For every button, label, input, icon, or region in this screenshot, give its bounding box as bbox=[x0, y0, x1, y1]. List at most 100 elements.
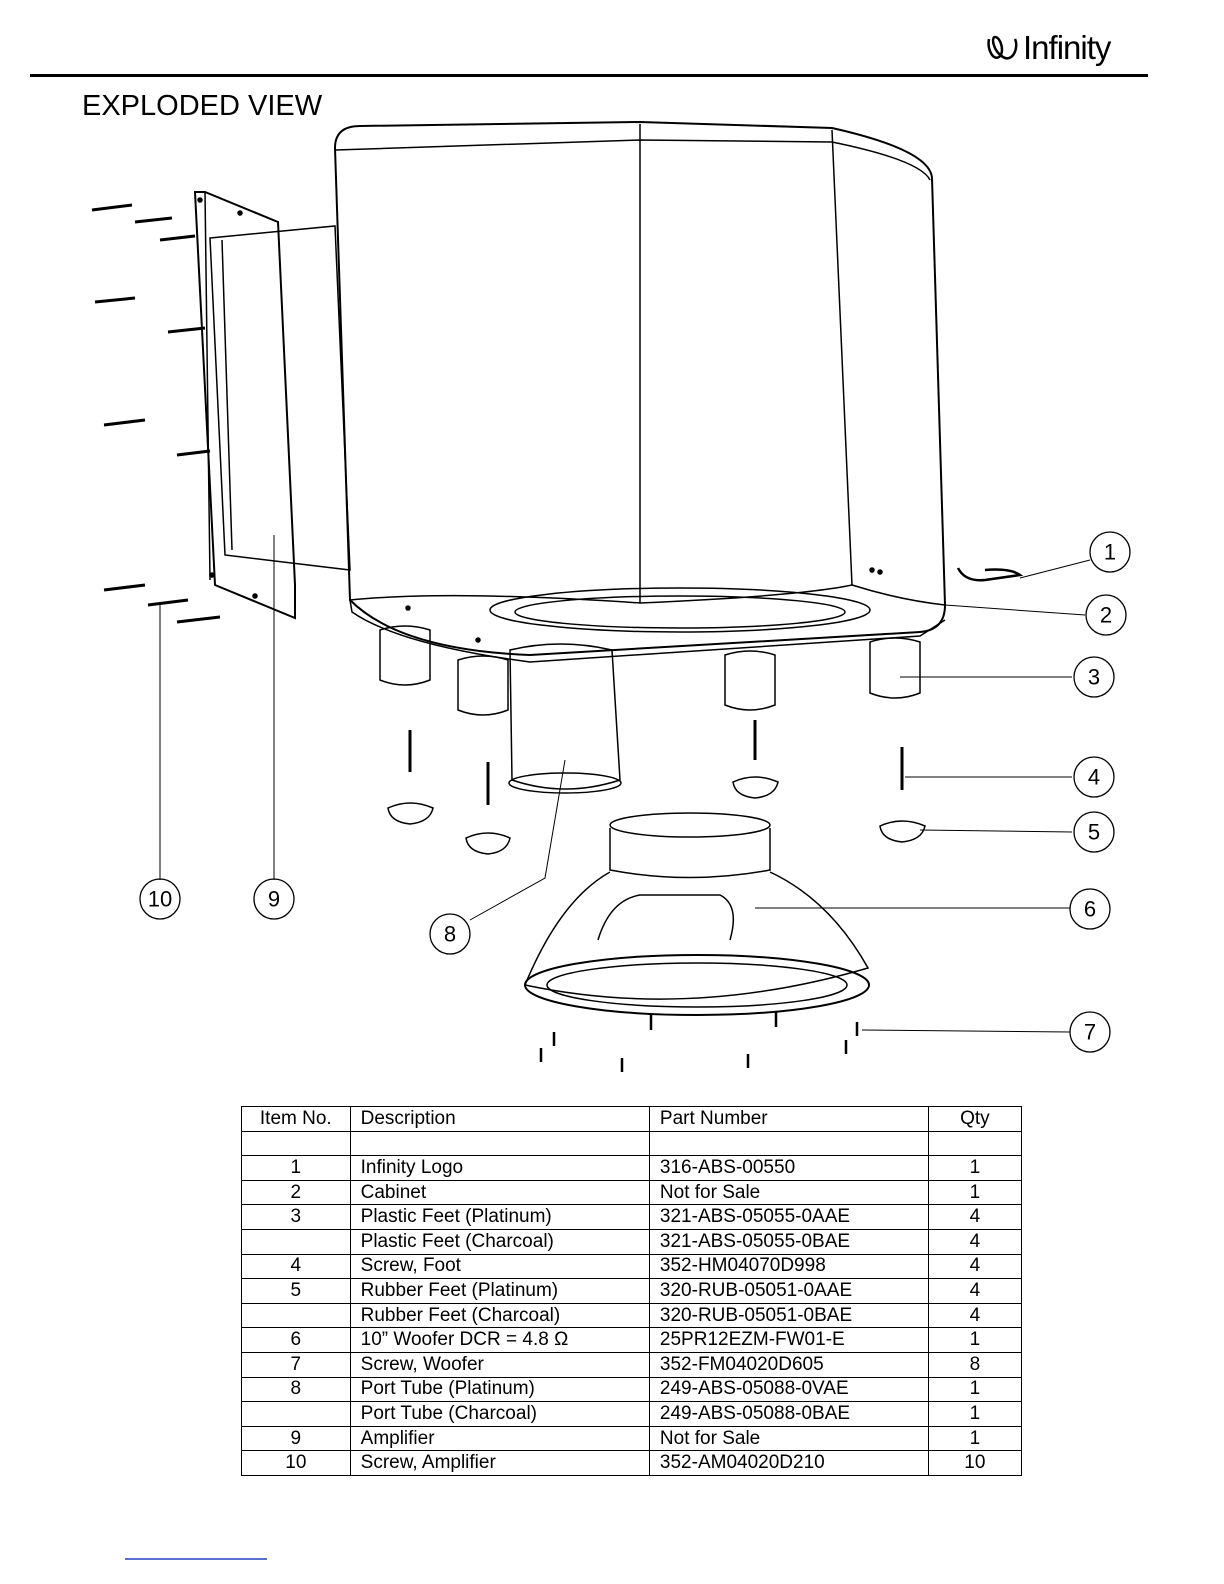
cell-item-no: 7 bbox=[241, 1351, 351, 1378]
table-row: Rubber Feet (Charcoal)320-RUB-05051-0BAE… bbox=[241, 1302, 1023, 1329]
cell-qty: 1 bbox=[927, 1155, 1023, 1181]
cell-item-no bbox=[241, 1130, 351, 1157]
table-header-row: Item No. Description Part Number Qty bbox=[241, 1106, 1023, 1132]
callout-3: 3 bbox=[1088, 665, 1100, 690]
callout-circles bbox=[139, 531, 1131, 1053]
cell-qty: 1 bbox=[927, 1401, 1023, 1427]
cell-description: Amplifier bbox=[349, 1425, 650, 1452]
cell-qty: 8 bbox=[927, 1351, 1023, 1378]
cell-item-no bbox=[241, 1228, 351, 1255]
cell-qty: 1 bbox=[927, 1425, 1023, 1452]
cell-part-number: 321-ABS-05055-0BAE bbox=[648, 1228, 929, 1255]
cell-item-no: 8 bbox=[241, 1376, 351, 1403]
callout-8: 8 bbox=[444, 922, 456, 947]
cell-item-no: 6 bbox=[241, 1327, 351, 1353]
cell-qty: 1 bbox=[927, 1376, 1023, 1403]
header-rule bbox=[30, 74, 1148, 77]
cell-part-number: 320-RUB-05051-0AAE bbox=[648, 1278, 929, 1304]
callout-7: 7 bbox=[1084, 1020, 1096, 1045]
plastic-feet-drawing bbox=[379, 625, 921, 716]
woofer-screws bbox=[539, 1012, 859, 1072]
cell-part-number: 25PR12EZM-FW01-E bbox=[648, 1327, 929, 1353]
cell-part-number: 320-RUB-05051-0BAE bbox=[648, 1302, 929, 1329]
amplifier-screws bbox=[91, 203, 221, 624]
cell-qty: 10 bbox=[927, 1450, 1023, 1476]
footer-link-underline bbox=[125, 1558, 267, 1560]
header-part-number: Part Number bbox=[648, 1106, 929, 1132]
logo-part-drawing bbox=[956, 567, 1024, 582]
cell-qty: 4 bbox=[927, 1228, 1023, 1255]
cell-qty: 1 bbox=[927, 1327, 1023, 1353]
page-title: EXPLODED VIEW bbox=[82, 90, 323, 122]
cell-description: Port Tube (Platinum) bbox=[349, 1376, 650, 1403]
cell-description: Cabinet bbox=[349, 1179, 650, 1206]
cell-qty: 4 bbox=[927, 1278, 1023, 1304]
header-description: Description bbox=[349, 1106, 650, 1132]
cell-description: Port Tube (Charcoal) bbox=[349, 1401, 650, 1427]
callout-10: 10 bbox=[148, 887, 172, 912]
cell-description: 10” Woofer DCR = 4.8 Ω bbox=[349, 1327, 650, 1353]
cell-part-number: 352-FM04020D605 bbox=[648, 1351, 929, 1378]
cell-part-number bbox=[648, 1130, 929, 1157]
cell-part-number: Not for Sale bbox=[648, 1425, 929, 1452]
table-row bbox=[241, 1130, 1023, 1157]
cell-description: Plastic Feet (Platinum) bbox=[349, 1204, 650, 1230]
cell-part-number: Not for Sale bbox=[648, 1179, 929, 1206]
cell-part-number: 352-AM04020D210 bbox=[648, 1450, 929, 1476]
woofer-drawing bbox=[523, 812, 870, 1016]
callout-2: 2 bbox=[1100, 603, 1112, 628]
cell-item-no: 4 bbox=[241, 1253, 351, 1280]
cell-item-no: 1 bbox=[241, 1155, 351, 1181]
cell-qty: 1 bbox=[927, 1179, 1023, 1206]
cell-part-number: 249-ABS-05088-0VAE bbox=[648, 1376, 929, 1403]
brand-name: Infinity bbox=[1023, 29, 1111, 66]
rubber-feet-drawing bbox=[387, 776, 926, 855]
cell-description: Screw, Amplifier bbox=[349, 1450, 650, 1476]
callout-5: 5 bbox=[1088, 820, 1100, 845]
cell-part-number: 321-ABS-05055-0AAE bbox=[648, 1204, 929, 1230]
cell-description: Screw, Foot bbox=[349, 1253, 650, 1280]
cell-qty bbox=[927, 1130, 1023, 1157]
exploded-view-drawing: 1 2 3 4 5 6 7 8 9 10 bbox=[91, 120, 1131, 1072]
cell-item-no: 2 bbox=[241, 1179, 351, 1206]
port-tube-drawing bbox=[508, 643, 622, 794]
cell-part-number: 249-ABS-05088-0BAE bbox=[648, 1401, 929, 1427]
infinity-swirl-icon bbox=[987, 35, 1018, 60]
infinity-logo: Infinity bbox=[985, 28, 1111, 68]
leader-lines bbox=[159, 535, 1091, 1033]
header-qty: Qty bbox=[927, 1106, 1023, 1132]
cabinet-drawing bbox=[333, 120, 947, 663]
callout-9: 9 bbox=[268, 887, 280, 912]
foot-screws bbox=[408, 720, 904, 805]
cell-item-no: 9 bbox=[241, 1425, 351, 1452]
cell-part-number: 316-ABS-00550 bbox=[648, 1155, 929, 1181]
cell-description: Infinity Logo bbox=[349, 1155, 650, 1181]
cell-description: Rubber Feet (Charcoal) bbox=[349, 1302, 650, 1329]
cell-qty: 4 bbox=[927, 1204, 1023, 1230]
cell-item-no: 5 bbox=[241, 1278, 351, 1304]
cell-description: Screw, Woofer bbox=[349, 1351, 650, 1378]
amplifier-drawing bbox=[193, 191, 351, 620]
cell-item-no: 3 bbox=[241, 1204, 351, 1230]
cell-description bbox=[349, 1130, 650, 1157]
callout-6: 6 bbox=[1084, 897, 1096, 922]
cell-item-no bbox=[241, 1401, 351, 1427]
table-row: Plastic Feet (Charcoal)321-ABS-05055-0BA… bbox=[241, 1228, 1023, 1255]
cell-item-no bbox=[241, 1302, 351, 1329]
cell-description: Plastic Feet (Charcoal) bbox=[349, 1228, 650, 1255]
callout-4: 4 bbox=[1088, 765, 1100, 790]
header-item-no: Item No. bbox=[241, 1106, 351, 1132]
cell-qty: 4 bbox=[927, 1302, 1023, 1329]
